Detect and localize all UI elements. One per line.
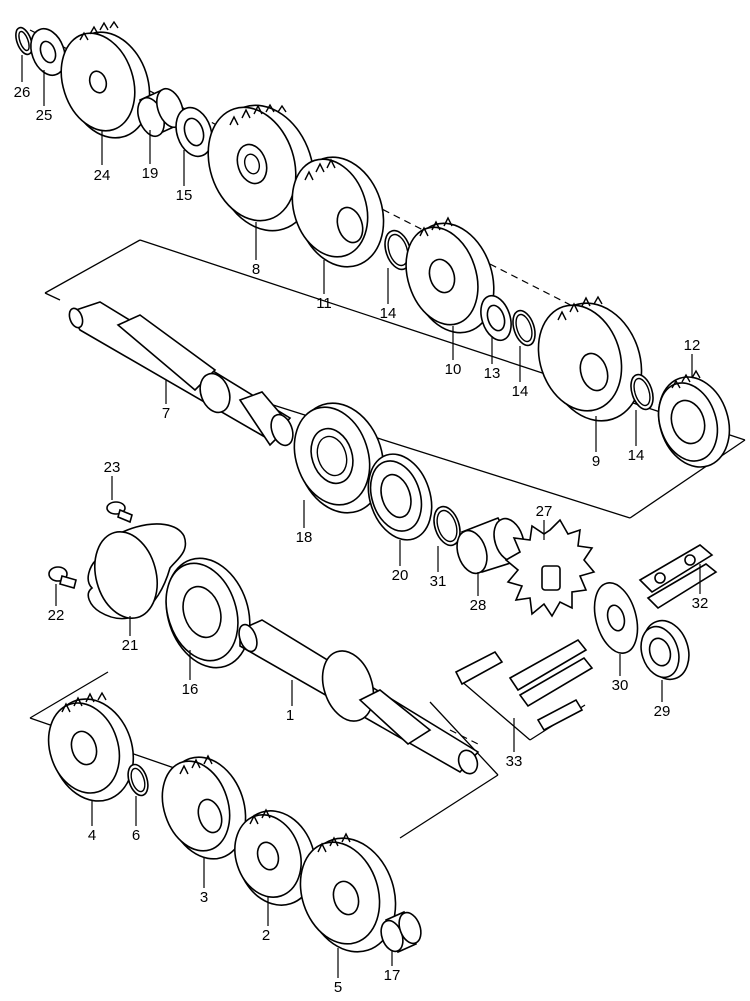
lock-washer-30 <box>593 582 639 654</box>
callout-8: 8 <box>252 261 260 278</box>
gear-2 <box>234 808 316 906</box>
callout-15: 15 <box>176 187 193 204</box>
callout-14c: 14 <box>628 447 645 464</box>
bolt-22 <box>48 566 77 589</box>
chain-joint-33 <box>454 638 594 732</box>
axis-lines <box>29 29 601 746</box>
callout-14b: 14 <box>512 383 529 400</box>
countershaft-7 <box>68 301 294 447</box>
callout-12: 12 <box>684 337 701 354</box>
gear-10 <box>405 216 495 334</box>
circlip-26 <box>15 26 33 56</box>
washer-15 <box>175 106 213 158</box>
callout-1: 1 <box>286 707 294 724</box>
oil-seal-20 <box>367 453 433 541</box>
circlip-14c <box>630 373 654 411</box>
callout-14a: 14 <box>380 305 397 322</box>
driveshaft-1 <box>238 619 480 775</box>
circlip-14b <box>512 309 536 347</box>
chain-link-32 <box>638 544 718 610</box>
callout-13: 13 <box>484 365 501 382</box>
callout-21: 21 <box>122 637 139 654</box>
retainer-plate-21 <box>87 523 187 620</box>
screw-23 <box>106 501 133 524</box>
callout-24: 24 <box>94 167 111 184</box>
gear-5 <box>299 832 397 953</box>
callout-16: 16 <box>182 681 199 698</box>
callout-30: 30 <box>612 677 629 694</box>
gear-8 <box>207 103 315 232</box>
splined-washer-13 <box>480 294 512 342</box>
callout-2: 2 <box>262 927 270 944</box>
sprocket-27 <box>504 518 596 618</box>
gear-3 <box>161 754 247 860</box>
gear-4 <box>47 691 135 802</box>
leader-lines <box>21 55 701 978</box>
callout-20: 20 <box>392 567 409 584</box>
callout-33: 33 <box>506 753 523 770</box>
callout-labels: 1 2 3 4 5 6 7 8 9 10 11 12 13 14 14 14 1… <box>14 84 709 996</box>
bearing-18 <box>293 402 385 514</box>
callout-10: 10 <box>445 361 462 378</box>
gear-12 <box>657 369 731 468</box>
callout-17: 17 <box>384 967 401 984</box>
spacer-28 <box>456 516 525 575</box>
washer-25 <box>30 27 66 77</box>
callout-18: 18 <box>296 529 313 546</box>
o-ring-31 <box>433 505 461 547</box>
callout-28: 28 <box>470 597 487 614</box>
bushing-17 <box>380 910 422 954</box>
callout-7: 7 <box>162 405 170 422</box>
circlip-6 <box>127 763 149 797</box>
gear-24 <box>60 20 151 139</box>
callout-9: 9 <box>592 453 600 470</box>
oil-seal-29 <box>640 619 690 681</box>
callout-11: 11 <box>316 295 332 312</box>
callout-25: 25 <box>36 107 53 124</box>
callout-31: 31 <box>430 573 447 590</box>
callout-6: 6 <box>132 827 140 844</box>
callout-19: 19 <box>142 165 159 182</box>
callout-27: 27 <box>536 503 553 520</box>
callout-23: 23 <box>104 459 121 476</box>
callout-5: 5 <box>334 979 342 996</box>
callout-29: 29 <box>654 703 671 720</box>
gear-11 <box>291 156 385 268</box>
bearing-16 <box>165 557 251 669</box>
callout-4: 4 <box>88 827 96 844</box>
callout-26: 26 <box>14 84 31 101</box>
callout-22: 22 <box>48 607 65 624</box>
callout-32: 32 <box>692 595 709 612</box>
gear-9 <box>537 295 643 422</box>
callout-3: 3 <box>200 889 208 906</box>
